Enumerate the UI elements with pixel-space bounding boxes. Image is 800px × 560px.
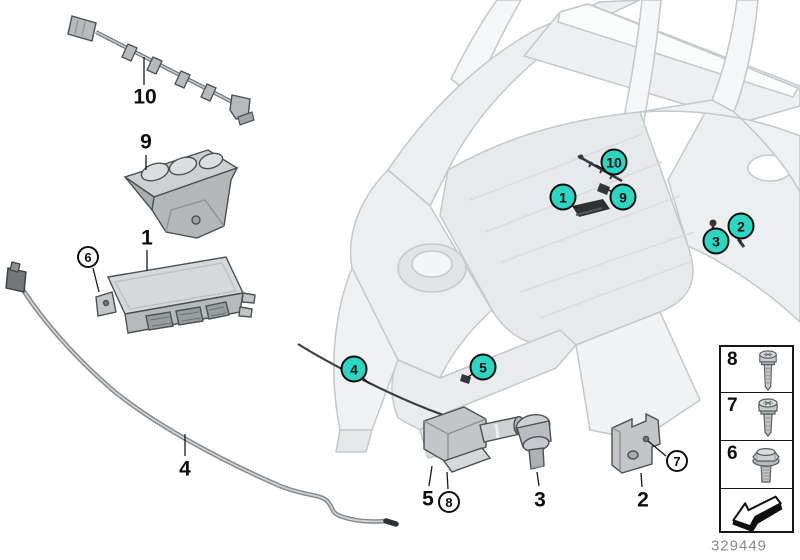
torx-screw-short-icon bbox=[758, 398, 778, 437]
part-label-4[interactable]: 4 bbox=[179, 457, 191, 481]
torx-screw-long-icon bbox=[759, 350, 777, 392]
hardware-label-7: 7 bbox=[727, 395, 738, 416]
location-callout-9[interactable]: 9 bbox=[609, 183, 637, 211]
hardware-item-6: 6 bbox=[721, 441, 792, 489]
part-label-5[interactable]: 5 bbox=[422, 487, 434, 511]
location-callout-2[interactable]: 2 bbox=[727, 212, 755, 240]
part-1-module-art bbox=[95, 256, 256, 334]
leader-lines bbox=[92, 57, 742, 490]
direction-arrow-icon bbox=[731, 495, 782, 533]
hardware-item-7: 7 bbox=[721, 393, 792, 441]
hardware-item-8: 8 bbox=[721, 347, 792, 393]
hardware-arrow-cell bbox=[721, 489, 792, 533]
circle-callout-8[interactable]: 8 bbox=[438, 491, 460, 513]
part-10-harness-art bbox=[67, 15, 255, 126]
part-9-airbag-art bbox=[123, 149, 239, 239]
location-callout-3[interactable]: 3 bbox=[702, 227, 730, 255]
part-5-sensor-art bbox=[423, 406, 525, 473]
part-4-hose-art bbox=[5, 261, 399, 527]
circle-callout-6[interactable]: 6 bbox=[77, 246, 99, 268]
part-label-9[interactable]: 9 bbox=[140, 130, 152, 154]
installed-parts-art bbox=[297, 154, 746, 421]
part-label-1[interactable]: 1 bbox=[141, 226, 153, 250]
hex-flange-bolt-icon bbox=[752, 447, 780, 483]
part-label-2[interactable]: 2 bbox=[637, 488, 649, 512]
part-label-10[interactable]: 10 bbox=[133, 85, 157, 109]
location-callout-1[interactable]: 1 bbox=[549, 183, 577, 211]
hardware-legend-panel: 8 7 6 bbox=[719, 345, 794, 533]
location-callout-5[interactable]: 5 bbox=[469, 353, 497, 381]
location-callout-4[interactable]: 4 bbox=[340, 355, 368, 383]
circle-callout-7[interactable]: 7 bbox=[666, 450, 688, 472]
part-3-sensor-art bbox=[515, 413, 552, 470]
part-2-bracket-art bbox=[611, 412, 661, 474]
drawing-number: 329449 bbox=[710, 537, 768, 555]
part-label-3[interactable]: 3 bbox=[534, 488, 546, 512]
location-callout-10[interactable]: 10 bbox=[600, 148, 628, 176]
hardware-label-6: 6 bbox=[727, 443, 738, 464]
hardware-label-8: 8 bbox=[727, 349, 738, 370]
